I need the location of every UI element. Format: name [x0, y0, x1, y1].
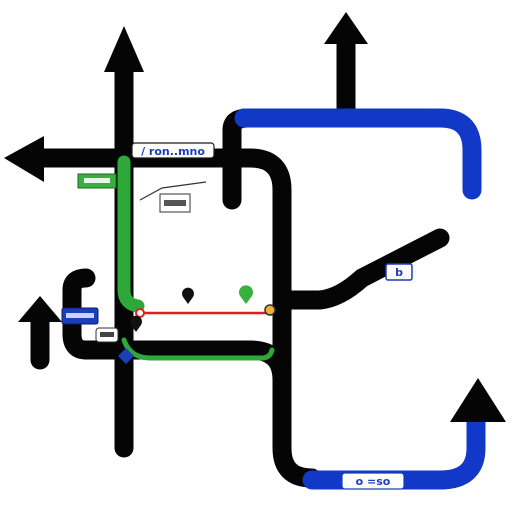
left-road-sign: [61, 307, 99, 325]
info-callout-box: [159, 193, 191, 213]
direction-arrow-left-icon: [4, 136, 44, 182]
green-route-sign: [77, 173, 117, 189]
small-info-box: [95, 327, 119, 343]
callout-leader-line: [139, 181, 207, 201]
black-roads: [30, 32, 450, 488]
green-route: [117, 155, 275, 361]
green-route-lower: [121, 337, 275, 361]
direction-arrow-up-icon: [324, 12, 368, 44]
green-route-vertical: [117, 155, 145, 313]
direction-arrow-up-icon: [18, 296, 62, 322]
top-road-label: / ron..mno: [131, 142, 215, 159]
map-pin-icon: [239, 285, 254, 304]
map-pin-icon: [182, 287, 194, 304]
route-marker-icon: [264, 304, 276, 316]
map-pin-icon: [130, 315, 143, 332]
direction-arrow-up-right-icon: [450, 378, 506, 422]
blue-roads: [234, 108, 486, 490]
road-left-loop: [62, 268, 134, 360]
road-lower-connector: [114, 340, 292, 390]
road-right-diagonal: [272, 228, 450, 310]
top-road-label-text: / ron..mno: [141, 145, 205, 158]
waypoint-icon: [135, 308, 145, 318]
bottom-road-label: o =so: [341, 472, 405, 490]
route-markers: [118, 285, 276, 364]
road-top-blue: [234, 108, 482, 200]
bottom-road-label-text: o =so: [356, 475, 391, 488]
right-road-label: b: [385, 263, 413, 281]
road-bottom-blue: [302, 408, 486, 490]
road-left-horizontal: [30, 148, 322, 488]
right-road-label-text: b: [395, 266, 403, 279]
route-marker-icon: [118, 348, 134, 364]
direction-arrow-up-icon: [104, 26, 144, 72]
